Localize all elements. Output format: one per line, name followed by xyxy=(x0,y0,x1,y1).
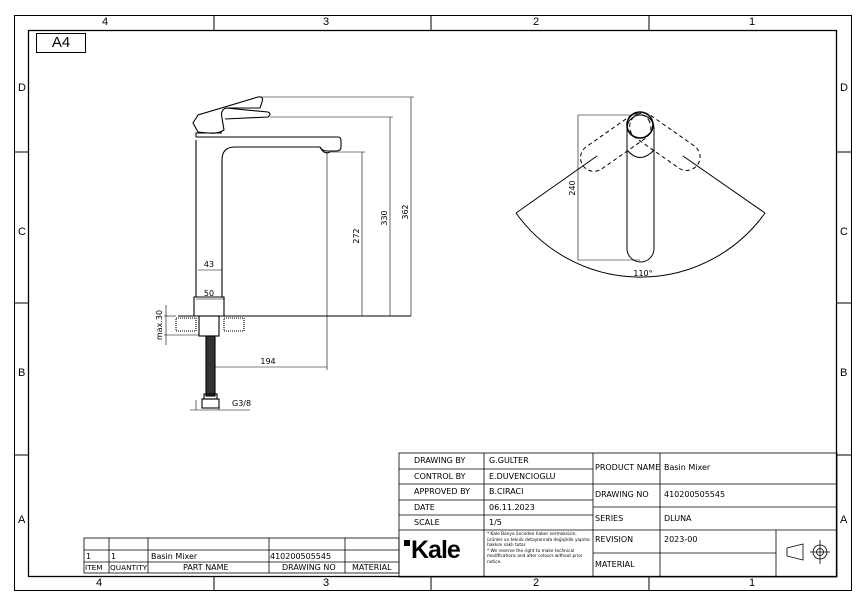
row-label: C xyxy=(18,226,26,238)
row-label: B xyxy=(18,367,26,379)
projection-symbol-icon xyxy=(786,543,804,561)
row-label: B xyxy=(840,367,848,379)
dim-body-width: 43 xyxy=(204,260,214,269)
dim-thread: G3/8 xyxy=(232,399,251,408)
header-material: MATERIAL xyxy=(352,563,392,572)
sheet-size: A4 xyxy=(36,33,86,53)
header-item: ITEM xyxy=(85,563,103,572)
drawing-by-label: DRAWING BY xyxy=(414,456,466,465)
column-label: 4 xyxy=(102,16,109,28)
logo-text: Kale xyxy=(411,536,461,564)
date-value: 06.11.2023 xyxy=(489,503,535,512)
row-label: C xyxy=(840,226,848,238)
approved-by-value: B.CIRACI xyxy=(489,487,524,496)
parts-item: 1 xyxy=(86,552,92,561)
drawing-no-value: 410200505545 xyxy=(664,490,726,499)
product-name-value: Basin Mixer xyxy=(664,463,711,472)
drawing-no-label: DRAWING NO xyxy=(595,490,649,499)
column-label: 1 xyxy=(749,577,756,589)
title-block-lines xyxy=(398,452,838,578)
logo-square-icon xyxy=(404,540,410,546)
revision-value: 2023-00 xyxy=(664,535,698,544)
revision-label: REVISION xyxy=(595,535,634,544)
plan-view-labels: 240 110° xyxy=(568,180,653,278)
control-by-label: CONTROL BY xyxy=(414,472,466,481)
column-label: 3 xyxy=(323,16,330,28)
scale-label: SCALE xyxy=(414,518,440,527)
column-label: 1 xyxy=(749,16,756,28)
scale-value: 1/5 xyxy=(489,518,502,527)
disclaimer-note: * Kale Banyo önceden haber vermeksizin, … xyxy=(487,532,593,566)
dim-swing-angle: 110° xyxy=(633,269,652,278)
approved-by-label: APPROVED BY xyxy=(414,487,471,496)
dim-height-total: 362 xyxy=(401,204,410,219)
row-label: A xyxy=(840,514,848,526)
parts-name: Basin Mixer xyxy=(151,552,198,561)
column-label: 4 xyxy=(96,577,103,589)
parts-drawing-no: 410200505545 xyxy=(270,552,332,561)
dim-height-spout: 272 xyxy=(352,228,361,243)
header-quantity: QUANTITY xyxy=(110,563,148,572)
column-label: 2 xyxy=(533,577,540,589)
dim-lever-length: 240 xyxy=(568,180,577,195)
side-view xyxy=(164,96,414,411)
row-label: A xyxy=(18,514,26,526)
dim-reach: 194 xyxy=(260,357,275,366)
dim-base-width: 50 xyxy=(204,289,214,298)
header-drawing-no: DRAWING NO xyxy=(282,563,336,572)
dim-max-counter: max.30 xyxy=(155,310,164,340)
grid-ticks xyxy=(14,15,852,591)
product-name-label: PRODUCT NAME xyxy=(595,463,661,472)
note-english: * We reserve the right to make technical… xyxy=(487,548,583,565)
row-label: D xyxy=(840,82,848,94)
note-turkish: * Kale Banyo önceden haber vermeksizin, … xyxy=(487,532,590,549)
dim-height-lever: 330 xyxy=(380,210,389,225)
date-label: DATE xyxy=(414,503,435,512)
inner-frame xyxy=(27,29,838,578)
control-by-value: E.DUVENCIOGLU xyxy=(489,472,556,481)
drawing-by-value: G.GULTER xyxy=(489,456,529,465)
series-label: SERIES xyxy=(595,514,624,523)
column-label: 2 xyxy=(533,16,540,28)
header-part-name: PART NAME xyxy=(183,563,229,572)
row-label: D xyxy=(18,82,26,94)
parts-quantity: 1 xyxy=(111,552,117,561)
column-label: 3 xyxy=(323,577,330,589)
material-label: MATERIAL xyxy=(595,560,635,569)
parts-list-lines xyxy=(83,537,400,574)
plan-view xyxy=(515,111,766,278)
series-value: DLUNA xyxy=(664,514,692,523)
kale-logo: Kale xyxy=(404,536,461,565)
side-view-dimension-labels: 362 330 272 194 43 50 max.30 G3/8 xyxy=(155,204,410,408)
